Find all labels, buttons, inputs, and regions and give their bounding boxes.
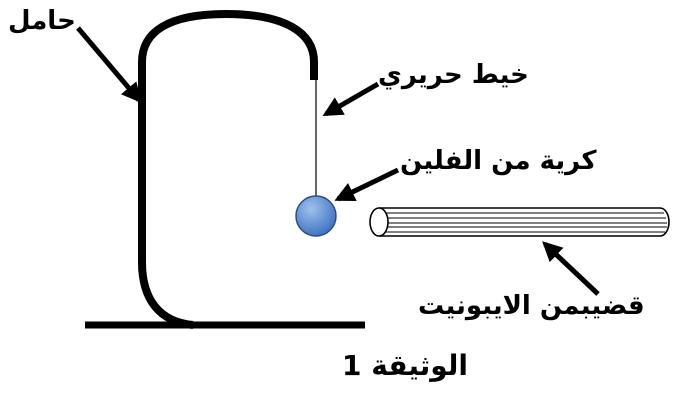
ebonite-rod (369, 207, 670, 237)
label-silk-thread: خيط حريري (378, 60, 529, 90)
cork-ball (295, 195, 337, 237)
arrow-ball (334, 167, 400, 202)
stand-frame (138, 10, 318, 329)
label-ebonite-rod: قضيبمن الايبونيت (418, 291, 645, 321)
document-title: الوثيقة 1 (342, 349, 468, 382)
arrow-thread (322, 81, 380, 117)
label-holder: حامل (8, 6, 76, 36)
arrow-holder (76, 26, 142, 104)
arrow-rod (542, 241, 600, 296)
label-cork-ball: كرية من الفلين (400, 146, 597, 176)
